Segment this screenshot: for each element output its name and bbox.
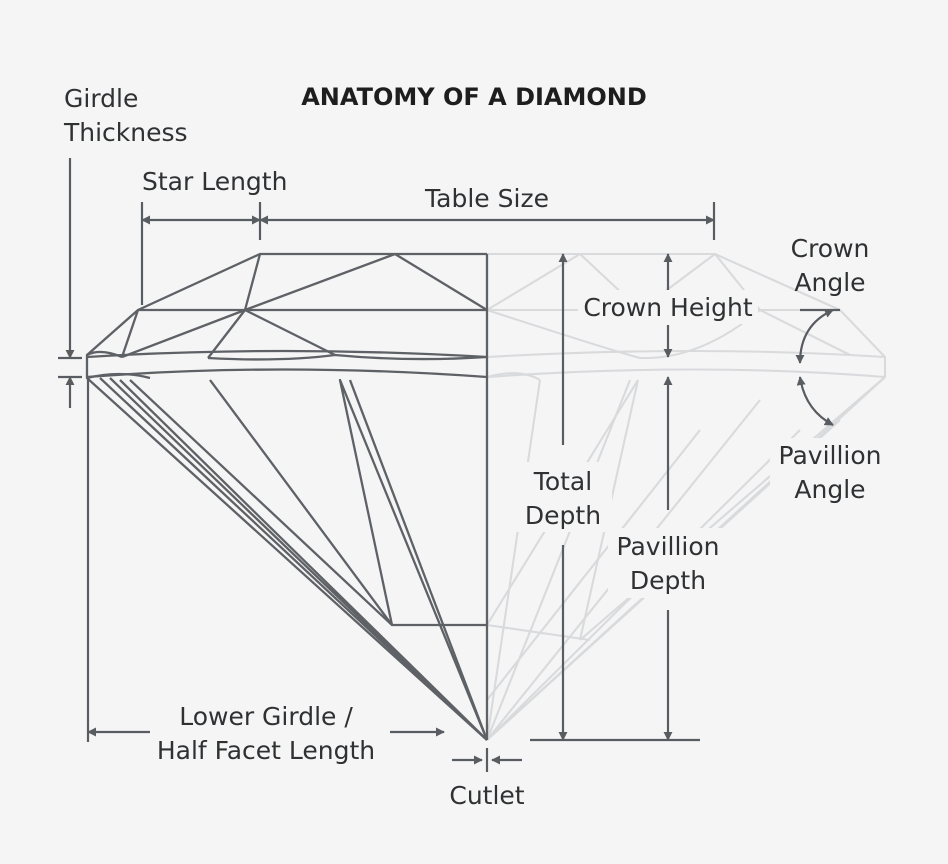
crown-angle-arc: [795, 308, 834, 364]
label-lower-girdle-line1: Lower Girdle /: [179, 702, 353, 731]
label-girdle-line2: Thickness: [63, 118, 188, 147]
label-culet: Cutlet: [449, 781, 524, 810]
pavillion-angle-arc: [796, 376, 834, 426]
total-depth-label-bg: [516, 462, 612, 532]
label-lower-girdle-line2: Half Facet Length: [157, 736, 375, 765]
pavillion-angle-label-bg: [770, 438, 890, 506]
label-pavillion-angle-line1: Pavillion: [779, 441, 882, 470]
dimension-lines: [58, 158, 840, 772]
label-pavillion-angle-line2: Angle: [794, 475, 865, 504]
crown-height-label-bg: [578, 290, 758, 324]
label-girdle-line1: Girdle: [64, 84, 138, 113]
lower-girdle-label-bg: [150, 700, 385, 770]
pavillion-depth-label-bg: [608, 528, 730, 598]
label-crown-height: Crown Height: [583, 293, 753, 322]
diamond-left-half: [85, 252, 489, 741]
label-table-size: Table Size: [424, 184, 549, 213]
label-crown-angle-line1: Crown: [791, 234, 870, 263]
label-pavillion-depth-line1: Pavillion: [617, 532, 720, 561]
label-star-length: Star Length: [142, 167, 287, 196]
label-total-depth-line1: Total: [533, 467, 592, 496]
label-pavillion-depth-line2: Depth: [630, 566, 706, 595]
label-total-depth-line2: Depth: [525, 501, 601, 530]
page-title: ANATOMY OF A DIAMOND: [301, 83, 647, 111]
label-crown-angle-line2: Angle: [794, 268, 865, 297]
